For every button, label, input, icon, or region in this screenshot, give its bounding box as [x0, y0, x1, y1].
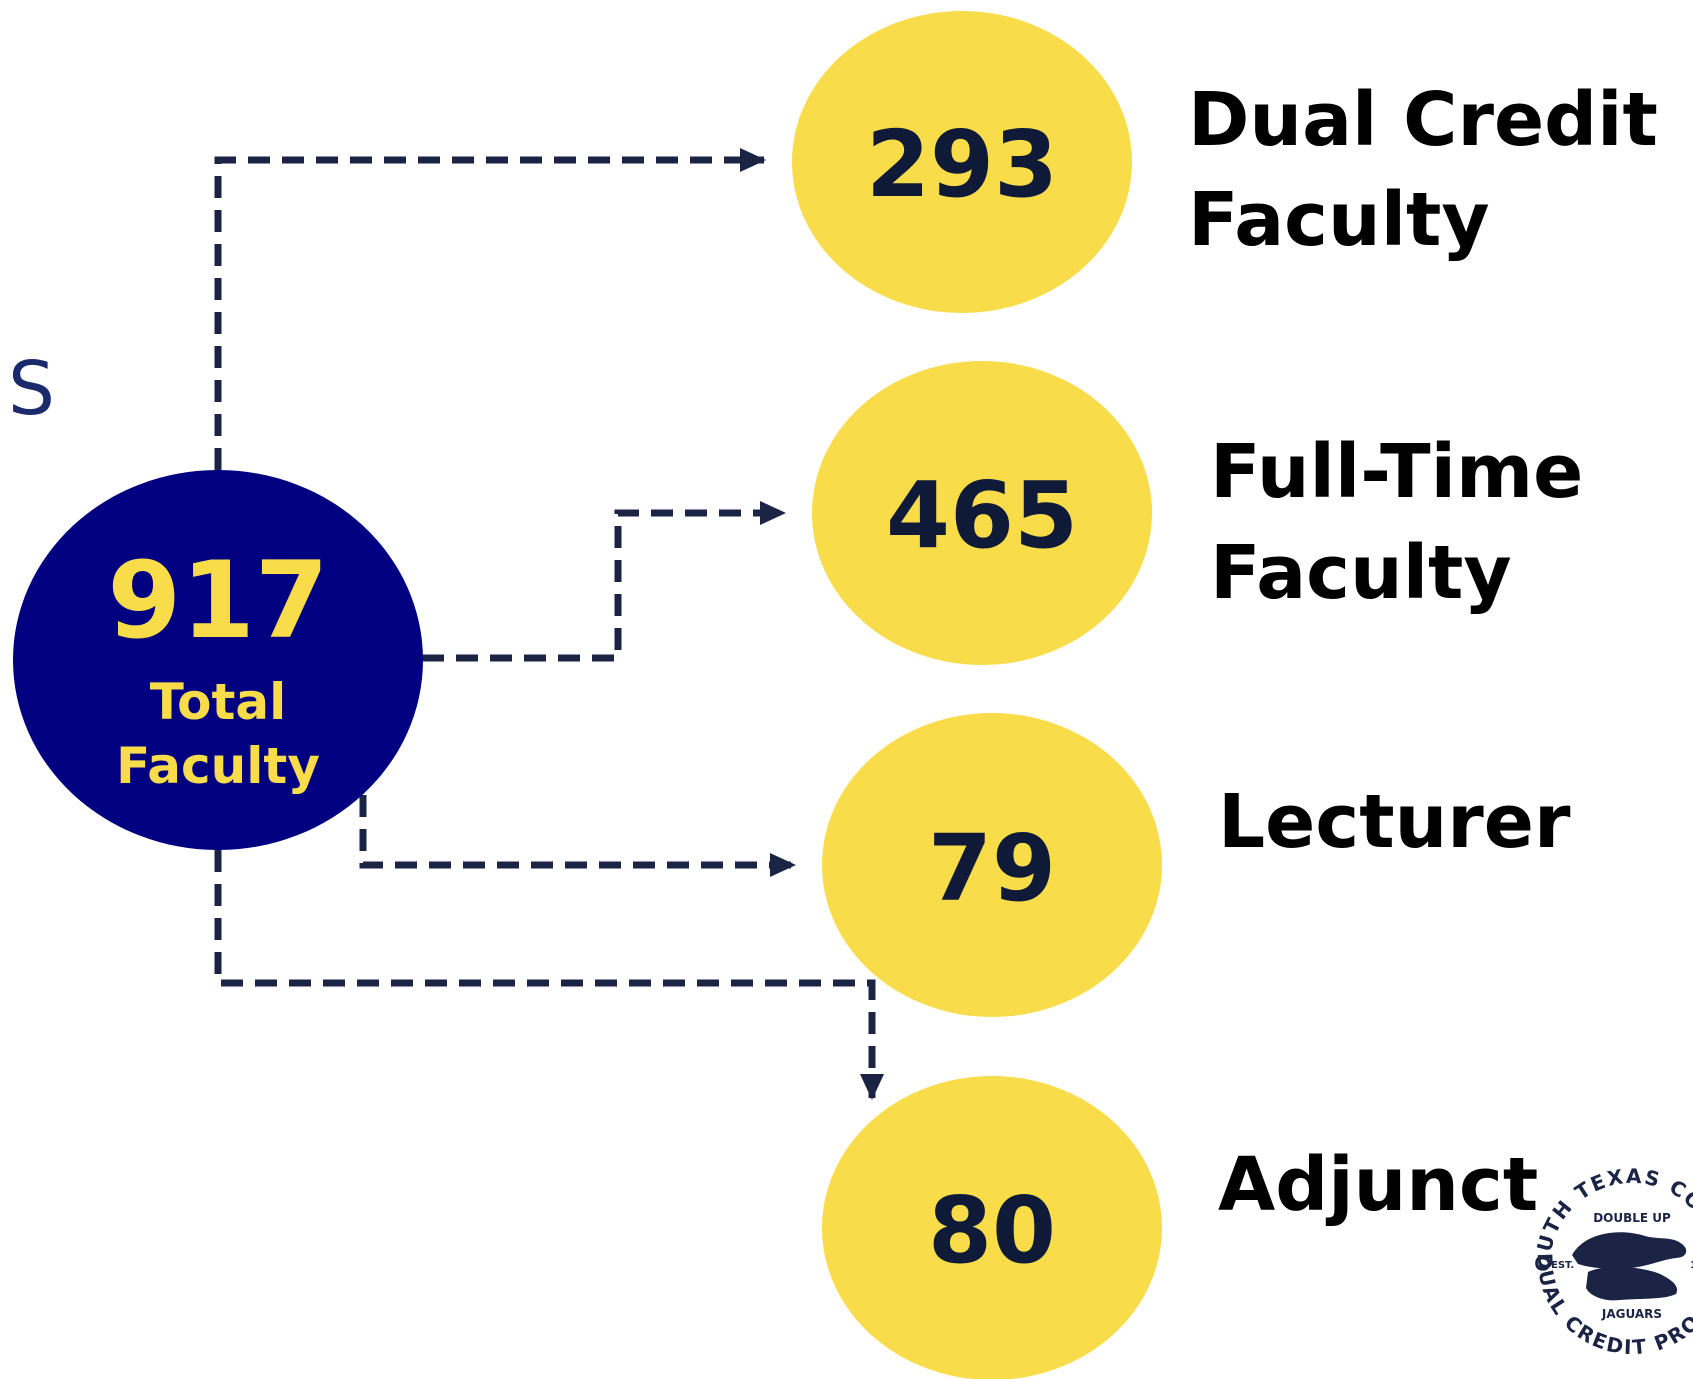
logo-inner-top: DOUBLE UP: [1593, 1211, 1671, 1225]
logo-year: 1993: [1690, 1260, 1693, 1271]
lecturer-label: Lecturer: [1218, 779, 1571, 865]
lecturer-node: 79: [822, 713, 1162, 1017]
full-time-label-line2: Faculty: [1210, 530, 1512, 616]
full-time-node: 465: [812, 361, 1152, 665]
total-label-line1: Total: [150, 673, 287, 731]
dual-credit-label-line1: Dual Credit: [1188, 77, 1658, 163]
lecturer-value: 79: [928, 815, 1056, 922]
dual-credit-node: 293: [792, 11, 1132, 313]
adjunct-label: Adjunct: [1218, 1142, 1538, 1228]
connector-dual-credit: [214, 148, 766, 470]
connectors: [214, 148, 884, 1100]
fragment-text: S: [8, 346, 55, 432]
jaguar-icon: [1572, 1232, 1687, 1301]
total-faculty-node: 917 Total Faculty: [13, 470, 423, 850]
logo-inner-bottom: JAGUARS: [1601, 1307, 1662, 1321]
dual-credit-value: 293: [866, 111, 1058, 218]
logo-est: EST.: [1551, 1260, 1574, 1271]
full-time-label-line1: Full-Time: [1210, 429, 1583, 515]
dual-credit-label-line2: Faculty: [1188, 177, 1490, 263]
full-time-value: 465: [886, 462, 1078, 569]
adjunct-value: 80: [928, 1177, 1056, 1284]
connector-lecturer: [359, 795, 796, 877]
connector-adjunct: [214, 850, 884, 1100]
total-value: 917: [107, 539, 328, 662]
connector-full-time: [422, 501, 786, 662]
adjunct-node: 80: [822, 1076, 1162, 1379]
total-label-line2: Faculty: [116, 737, 320, 795]
